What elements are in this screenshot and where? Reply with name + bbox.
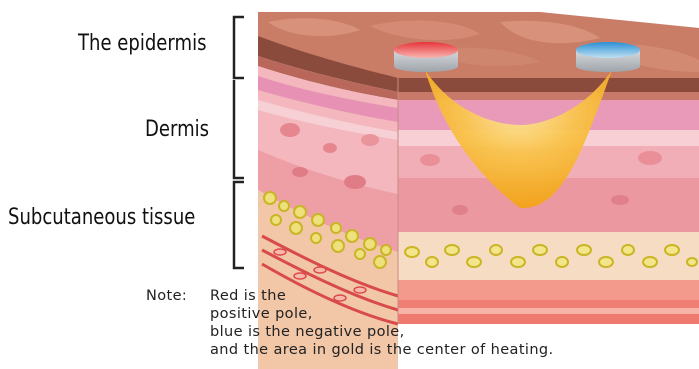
note-line: Red is the (210, 287, 286, 305)
note-heading: Note: (146, 287, 187, 305)
note-line: positive pole, (210, 305, 313, 323)
note-line: blue is the negative pole, (210, 323, 405, 341)
layer-brackets (234, 17, 244, 268)
note-line: and the area in gold is the center of he… (210, 341, 554, 359)
dermis-label: Dermis (145, 119, 209, 141)
positive-pole-electrode (394, 42, 458, 72)
negative-pole-electrode (576, 42, 640, 72)
epidermis-label: The epidermis (78, 33, 206, 55)
subcutaneous-label: Subcutaneous tissue (8, 207, 195, 229)
